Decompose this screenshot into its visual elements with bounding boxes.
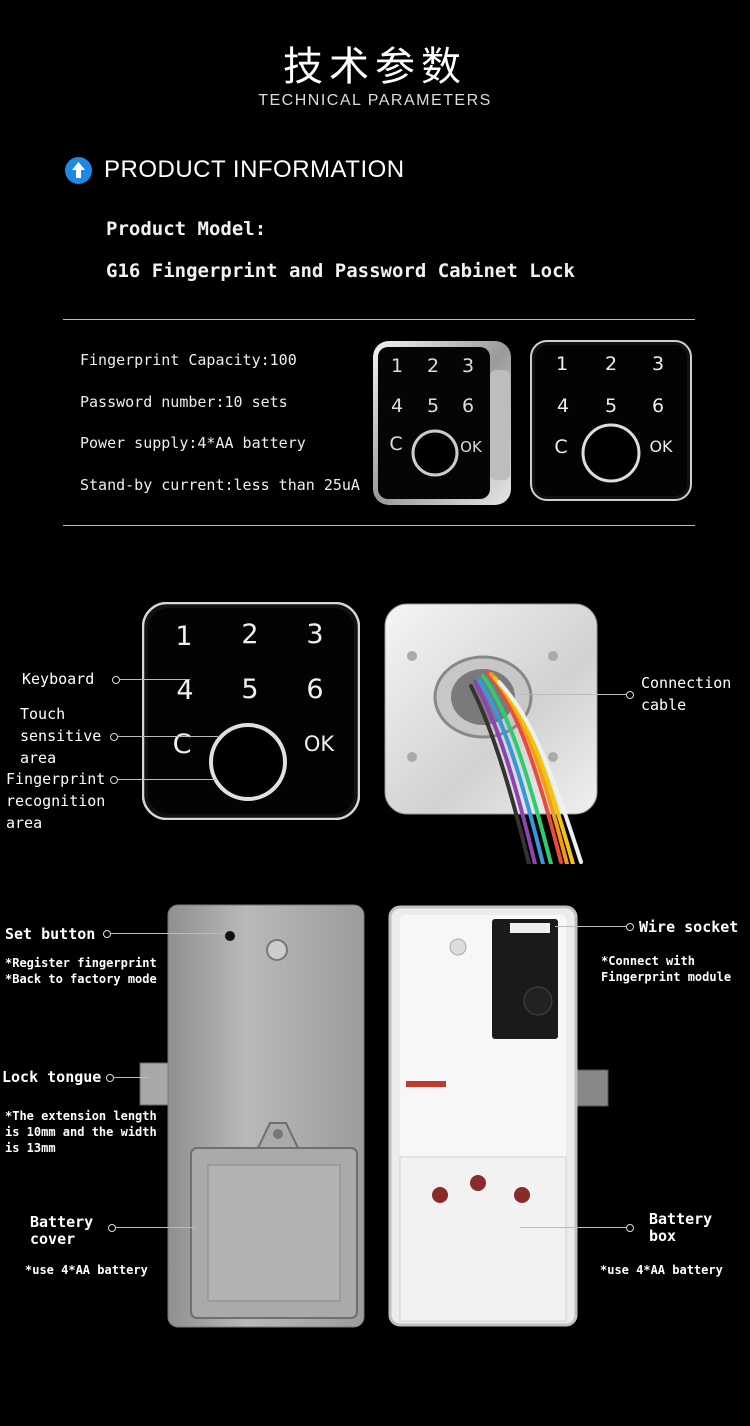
- key-1: 1: [175, 621, 192, 652]
- callout-line: [116, 1227, 196, 1228]
- battery-cover-note: *use 4*AA battery: [25, 1263, 148, 1277]
- key-2: 2: [605, 353, 617, 375]
- key-2: 2: [427, 355, 439, 377]
- callout-dot: [108, 1224, 116, 1232]
- key-4: 4: [391, 395, 403, 417]
- key-6: 6: [462, 395, 474, 417]
- callout-dot: [626, 691, 634, 699]
- callout-line: [118, 736, 218, 737]
- page-title-cn: 技术参数: [283, 44, 467, 90]
- keypad-front-image: 1 2 3 4 5 6 C OK: [142, 602, 360, 820]
- arrow-up-circle-icon: [65, 157, 92, 184]
- key-6: 6: [652, 395, 664, 417]
- key-3: 3: [462, 355, 474, 377]
- lock-inside-image: [388, 905, 609, 1327]
- spec-fingerprint-capacity: Fingerprint Capacity:100: [80, 351, 297, 369]
- key-5: 5: [605, 395, 617, 417]
- key-c: C: [389, 433, 402, 455]
- lock-image-chrome: 1 2 3 4 5 6 C OK: [373, 341, 511, 505]
- key-1: 1: [556, 353, 568, 375]
- key-4: 4: [176, 675, 193, 706]
- callout-dot: [112, 676, 120, 684]
- model-label: Product Model:: [106, 218, 267, 240]
- callout-set-button: Set button: [5, 925, 96, 943]
- callout-keyboard: Keyboard: [22, 670, 95, 688]
- key-4: 4: [557, 395, 569, 417]
- spec-password-number: Password number:10 sets: [80, 393, 288, 411]
- key-c: C: [173, 729, 192, 760]
- callout-wire-socket: Wire socket: [639, 918, 739, 936]
- key-5: 5: [241, 674, 258, 705]
- lock-back-image: [384, 603, 598, 864]
- callout-dot: [626, 1224, 634, 1232]
- divider-bottom: [63, 525, 695, 526]
- callout-line: [111, 933, 223, 934]
- callout-line: [518, 694, 626, 695]
- lock-body-image: [139, 904, 365, 1328]
- section-title: PRODUCT INFORMATION: [104, 156, 405, 183]
- key-1: 1: [391, 355, 403, 377]
- spec-power-supply: Power supply:4*AA battery: [80, 434, 306, 452]
- callout-lock-tongue: Lock tongue: [2, 1068, 102, 1086]
- key-3: 3: [652, 353, 664, 375]
- key-c: C: [554, 436, 567, 458]
- divider-top: [63, 319, 695, 320]
- key-6: 6: [306, 674, 323, 705]
- callout-line: [555, 926, 626, 927]
- callout-dot: [110, 733, 118, 741]
- key-2: 2: [241, 619, 258, 650]
- callout-dot: [110, 776, 118, 784]
- model-name: G16 Fingerprint and Password Cabinet Loc…: [106, 260, 575, 282]
- callout-dot: [106, 1074, 114, 1082]
- callout-line: [120, 679, 190, 680]
- spec-standby-current: Stand-by current:less than 25uA: [80, 476, 360, 494]
- callout-dot: [626, 923, 634, 931]
- key-3: 3: [306, 619, 323, 650]
- key-ok: OK: [304, 732, 336, 756]
- callout-dot: [103, 930, 111, 938]
- battery-box-note: *use 4*AA battery: [600, 1263, 723, 1277]
- callout-line: [118, 779, 218, 780]
- callout-line: [520, 1227, 626, 1228]
- key-ok: OK: [649, 437, 673, 456]
- key-ok: OK: [460, 438, 483, 456]
- callout-line: [114, 1077, 150, 1078]
- key-5: 5: [427, 395, 439, 417]
- page-title-en: TECHNICAL PARAMETERS: [258, 92, 492, 109]
- lock-image-black: 1 2 3 4 5 6 C OK: [530, 340, 692, 501]
- set-button-notes: *Register fingerprint*Back to factory mo…: [5, 956, 157, 986]
